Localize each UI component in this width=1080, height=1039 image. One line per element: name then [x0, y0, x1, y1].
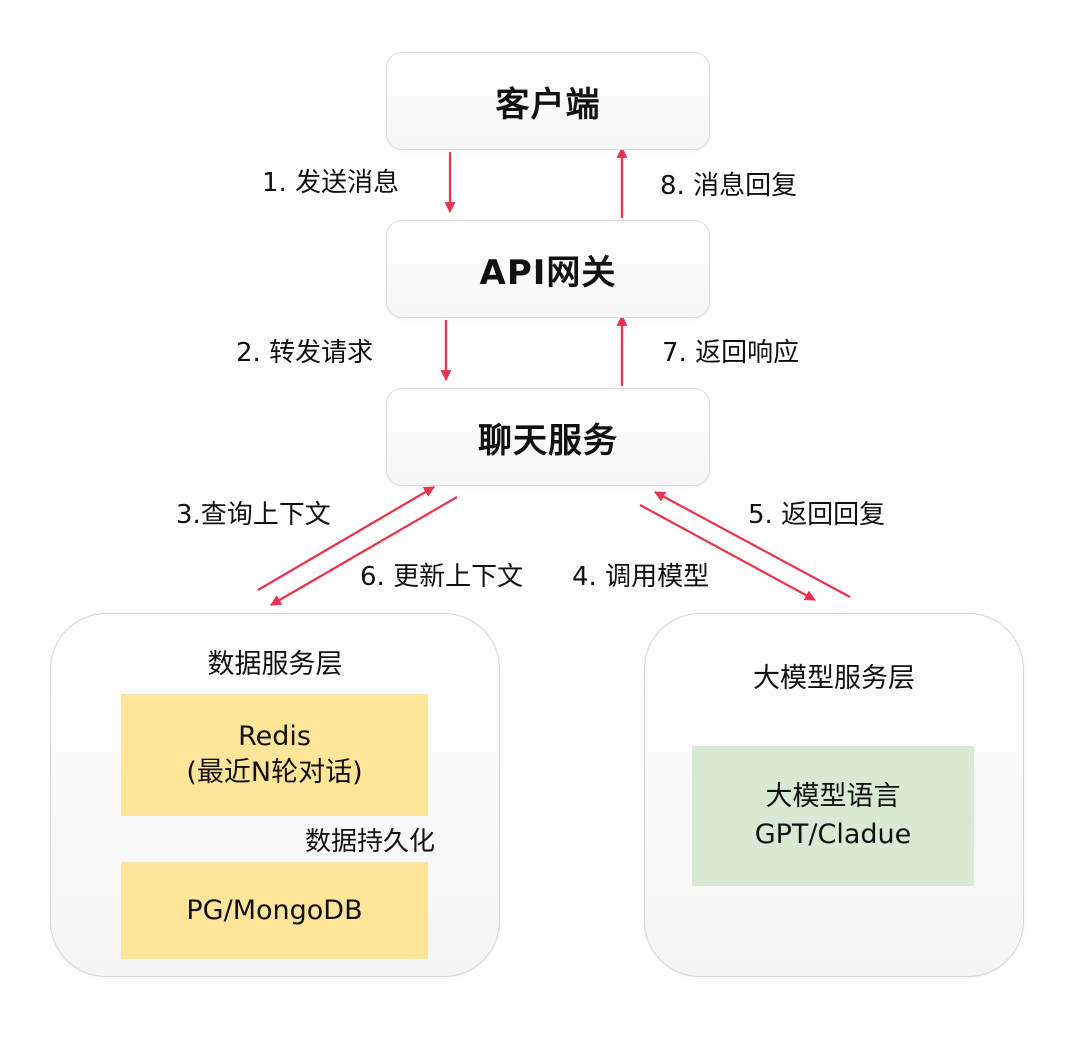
label-update-context: 6. 更新上下文 [360, 562, 524, 592]
llm-line1: 大模型语言 [765, 781, 901, 812]
client-label: 客户端 [495, 84, 601, 125]
model-layer-title: 大模型服务层 [753, 663, 915, 694]
redis-desc: (最近N轮对话) [186, 757, 363, 788]
label-return-reply: 5. 返回回复 [748, 500, 886, 530]
llm-box: 大模型语言 GPT/Cladue [692, 746, 974, 886]
arrow-call-model [639, 504, 816, 601]
data-layer-title: 数据服务层 [207, 649, 343, 680]
chat-service-label: 聊天服务 [478, 420, 618, 461]
llm-line2: GPT/Cladue [754, 819, 912, 850]
chat-service-node: 聊天服务 [386, 388, 710, 486]
label-return-response: 7. 返回响应 [662, 338, 800, 368]
label-forward-request: 2. 转发请求 [236, 338, 374, 368]
arrow-query-context [257, 486, 435, 591]
label-persist: 数据持久化 [305, 827, 436, 857]
database-name: PG/MongoDB [186, 894, 363, 926]
database-box: PG/MongoDB [121, 862, 428, 959]
client-node: 客户端 [386, 52, 710, 150]
label-query-context: 3.查询上下文 [176, 500, 331, 530]
api-gateway-label: API网关 [479, 252, 617, 293]
redis-name: Redis [238, 721, 311, 752]
arrow-update-context [270, 496, 458, 606]
api-gateway-node: API网关 [386, 220, 710, 318]
arrow-return-reply [654, 491, 851, 598]
label-send-message: 1. 发送消息 [262, 168, 400, 198]
redis-box: Redis (最近N轮对话) [121, 694, 428, 816]
label-call-model: 4. 调用模型 [572, 562, 710, 592]
label-message-reply: 8. 消息回复 [660, 171, 798, 201]
